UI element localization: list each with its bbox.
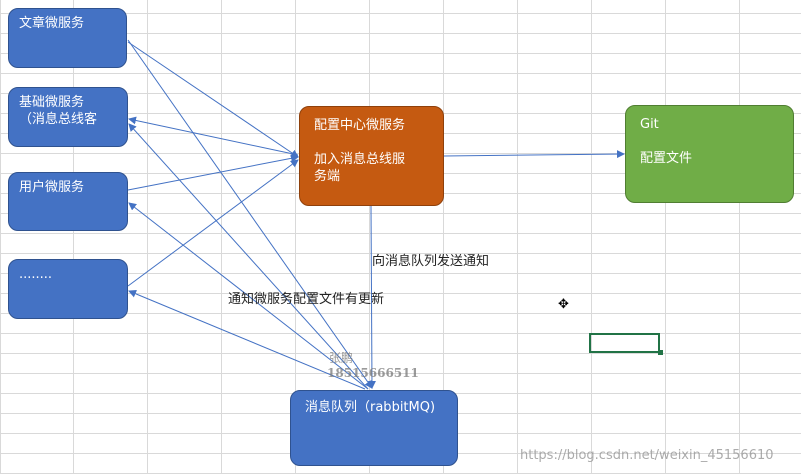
more-service-label: ........ [19,267,53,282]
arrow-user-to-config [127,154,299,191]
watermark-phone: 18515666511 [327,366,419,380]
arrow-article-to-config [127,41,299,158]
article-service-label: 文章微服务 [19,16,85,31]
config-file-label: 配置文件 [640,151,693,166]
user-service-label: 用户微服务 [19,180,85,195]
watermark-name: 张鹏 [329,351,354,365]
git-label: Git [640,117,659,132]
base-service-box[interactable]: 基础微服务 （消息总线客 [8,87,128,147]
arrow-config-to-mq [367,205,376,389]
arrow-mq-to-more [128,289,366,390]
git-config-box[interactable]: Git 配置文件 [625,105,794,203]
base-service-label-2: （消息总线客 [19,112,98,127]
article-service-box[interactable]: 文章微服务 [8,8,127,68]
notify-update-label: 通知微服务配置文件有更新 [228,292,385,307]
config-center-label-4: 务端 [314,169,341,184]
message-queue-box[interactable]: 消息队列（rabbitMQ) [290,390,458,466]
config-center-label-3: 加入消息总线服 [314,152,406,167]
selected-cell[interactable] [589,333,660,353]
user-service-box[interactable]: 用户微服务 [8,172,128,231]
send-notice-label: 向消息队列发送通知 [372,254,490,269]
config-center-box[interactable]: 配置中心微服务 加入消息总线服 务端 [299,106,444,206]
more-service-box[interactable]: ........ [8,259,128,319]
cell-cursor-icon: ✥ [558,297,569,312]
config-center-label-1: 配置中心微服务 [314,118,406,133]
arrow-more-to-config [127,159,299,287]
base-service-label-1: 基础微服务 [19,95,85,110]
fill-handle[interactable] [658,350,663,355]
arrow-config-to-git [443,150,625,159]
arrow-mq-to-user [128,202,369,390]
arrow-mq-to-base [128,123,369,390]
arrow-article-to-mq [127,39,373,389]
arrow-config-to-base [128,116,299,156]
watermark-blog-url: https://blog.csdn.net/weixin_45156610 [520,448,774,463]
message-queue-label: 消息队列（rabbitMQ) [305,400,436,415]
